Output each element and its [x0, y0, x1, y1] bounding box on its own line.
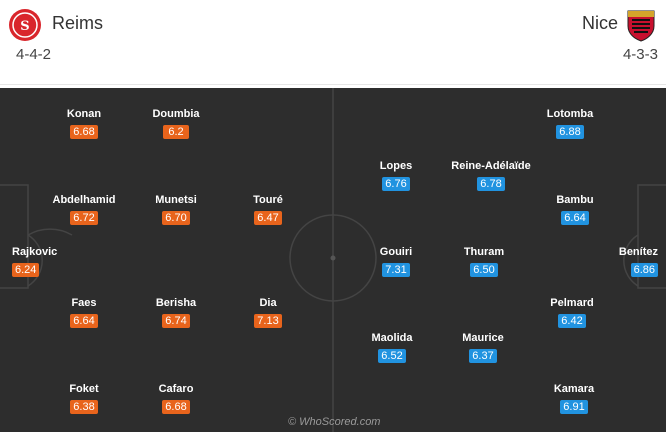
- player-away-thuram[interactable]: Thuram 6.50: [429, 246, 539, 278]
- player-name: Touré: [253, 194, 283, 206]
- player-away-maurice[interactable]: Maurice 6.37: [428, 332, 538, 364]
- player-rating: 6.50: [470, 263, 498, 277]
- player-home-berisha[interactable]: Berisha 6.74: [121, 297, 231, 329]
- home-formation: 4-4-2: [16, 46, 52, 63]
- player-home-konan[interactable]: Konan 6.68: [29, 108, 139, 140]
- player-name: Lotomba: [546, 108, 594, 120]
- player-away-lopes[interactable]: Lopes 6.76: [341, 160, 451, 192]
- player-name: Thuram: [463, 246, 505, 258]
- player-away-gouiri[interactable]: Gouiri 7.31: [341, 246, 451, 278]
- player-rating: 6.38: [70, 400, 98, 414]
- player-rating: 6.37: [469, 349, 497, 363]
- pitch: Rajkovic 6.24 Konan 6.68 Abdelhamid 6.72…: [0, 88, 666, 432]
- away-team-name[interactable]: Nice: [581, 13, 618, 33]
- player-rating: 6.64: [561, 211, 589, 225]
- svg-text:S: S: [20, 19, 29, 34]
- pitch-markings: [0, 88, 666, 432]
- player-name: Kamara: [553, 383, 595, 395]
- player-rating: 6.78: [477, 177, 505, 191]
- reims-crest-icon: S: [9, 9, 41, 41]
- player-name: Lopes: [379, 160, 413, 172]
- player-home-munetsi[interactable]: Munetsi 6.70: [121, 194, 231, 226]
- player-name: Abdelhamid: [52, 194, 116, 206]
- player-rating: 6.72: [70, 211, 98, 225]
- home-team-name[interactable]: Reims: [52, 13, 104, 33]
- match-header: S Reims 4-4-2 Nice 4-3-3: [0, 0, 666, 85]
- player-rating: 6.76: [382, 177, 410, 191]
- player-home-toure[interactable]: Touré 6.47: [213, 194, 323, 226]
- player-home-dia[interactable]: Dia 7.13: [213, 297, 323, 329]
- player-name: Dia: [259, 297, 277, 309]
- player-away-lotomba[interactable]: Lotomba 6.88: [515, 108, 625, 140]
- player-rating: 6.24: [12, 263, 40, 277]
- player-home-foket[interactable]: Foket 6.38: [29, 383, 139, 415]
- player-name: Bambu: [556, 194, 594, 206]
- player-away-pelmard[interactable]: Pelmard 6.42: [517, 297, 627, 329]
- nice-crest-icon: [627, 10, 655, 42]
- player-name: Faes: [71, 297, 97, 309]
- player-rating: 6.42: [558, 314, 586, 328]
- player-home-doumbia[interactable]: Doumbia 6.2: [121, 108, 231, 140]
- player-rating: 6.64: [70, 314, 98, 328]
- player-home-cafaro[interactable]: Cafaro 6.68: [121, 383, 231, 415]
- player-rating: 6.70: [162, 211, 190, 225]
- player-rating: 6.52: [378, 349, 406, 363]
- player-away-benitez[interactable]: Benítez 6.86: [619, 246, 658, 278]
- player-home-faes[interactable]: Faes 6.64: [29, 297, 139, 329]
- player-home-abdelhamid[interactable]: Abdelhamid 6.72: [29, 194, 139, 226]
- player-home-rajkovic[interactable]: Rajkovic 6.24: [12, 246, 57, 278]
- player-away-bambu[interactable]: Bambu 6.64: [520, 194, 630, 226]
- player-name: Gouiri: [379, 246, 413, 258]
- player-rating: 6.68: [162, 400, 190, 414]
- player-name: Maurice: [462, 332, 504, 344]
- player-away-reine-adelaide[interactable]: Reine-Adélaïde 6.78: [436, 160, 546, 192]
- player-name: Benítez: [618, 246, 658, 258]
- player-rating: 6.86: [630, 263, 658, 277]
- player-name: Rajkovic: [12, 246, 58, 258]
- player-name: Konan: [66, 108, 102, 120]
- player-name: Pelmard: [550, 297, 594, 309]
- player-away-kamara[interactable]: Kamara 6.91: [519, 383, 629, 415]
- player-name: Doumbia: [152, 108, 200, 120]
- watermark-text: © WhoScored.com: [288, 416, 381, 428]
- player-away-maolida[interactable]: Maolida 6.52: [337, 332, 447, 364]
- player-rating: 6.74: [162, 314, 190, 328]
- player-name: Maolida: [371, 332, 413, 344]
- player-name: Berisha: [155, 297, 197, 309]
- player-rating: 6.68: [70, 125, 98, 139]
- player-rating: 7.31: [382, 263, 410, 277]
- player-rating: 7.13: [254, 314, 282, 328]
- player-rating: 6.2: [163, 125, 189, 139]
- player-name: Reine-Adélaïde: [451, 160, 531, 172]
- player-name: Munetsi: [155, 194, 197, 206]
- player-rating: 6.91: [560, 400, 588, 414]
- away-formation: 4-3-3: [622, 46, 658, 63]
- player-rating: 6.88: [556, 125, 584, 139]
- player-name: Foket: [69, 383, 99, 395]
- player-name: Cafaro: [158, 383, 194, 395]
- player-rating: 6.47: [254, 211, 282, 225]
